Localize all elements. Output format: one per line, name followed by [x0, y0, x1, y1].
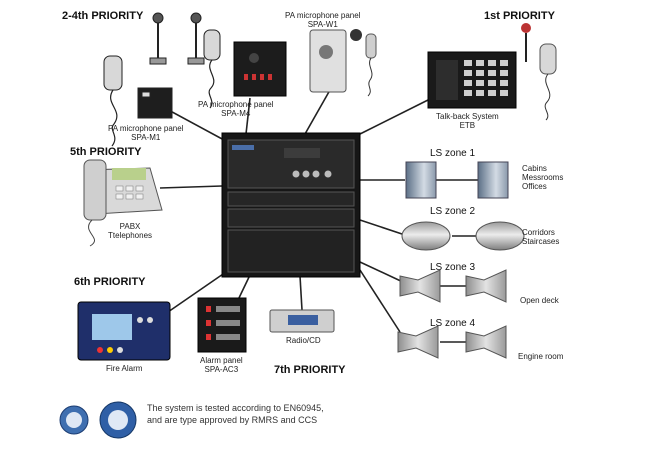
hand-microphone-2 [187, 12, 221, 109]
line-pabx [159, 185, 223, 189]
priority-2-4-label: 2-4th PRIORITY [62, 10, 144, 22]
spa-w1-panel-device [309, 29, 377, 97]
priority-6-label: 6th PRIORITY [74, 276, 146, 288]
alarm-panel-device [197, 297, 247, 353]
ls-zone1-label: LS zone 1 [430, 148, 476, 159]
line-radio [299, 275, 303, 311]
rmrs-seal [59, 405, 89, 435]
line-zone3 [359, 261, 406, 284]
spa-m4-panel-device [233, 41, 287, 97]
fire-alarm-device [77, 301, 171, 361]
radio-device [269, 309, 335, 333]
ccs-seal [99, 401, 137, 439]
line-zone4 [359, 269, 401, 333]
hand-microphone-1 [103, 12, 173, 147]
ls-zone2-speakers [401, 221, 525, 251]
priority-7-label: 7th PRIORITY [274, 364, 346, 376]
priority-5-label: 5th PRIORITY [70, 146, 142, 158]
line-fire-alarm [167, 271, 227, 313]
fire-alarm-label: Fire Alarm [106, 364, 143, 373]
ls-zone3-speakers [399, 269, 507, 303]
connection-lines [149, 89, 478, 343]
line-spa-w1 [304, 89, 331, 135]
central-rack [221, 132, 361, 278]
radio-label: Radio/CD [286, 336, 321, 345]
line-zone2 [359, 219, 406, 236]
line-alarm-panel [237, 274, 251, 301]
ls-zone4-speakers [397, 325, 507, 359]
etb-device [427, 23, 557, 121]
ls-zone3-label: LS zone 3 [430, 262, 476, 273]
zone3-areas: Open deck [520, 296, 559, 305]
pabx-device [83, 159, 163, 247]
approval-note: The system is tested according to EN6094… [147, 403, 324, 425]
line-spa-m4 [245, 97, 251, 135]
ls-zone2-label: LS zone 2 [430, 206, 476, 217]
priority-1-label: 1st PRIORITY [484, 10, 555, 22]
ls-zone4-label: LS zone 4 [430, 318, 476, 329]
line-etb [359, 99, 429, 135]
ls-zone1-speakers [405, 161, 509, 199]
zone4-areas: Engine room [518, 352, 564, 361]
